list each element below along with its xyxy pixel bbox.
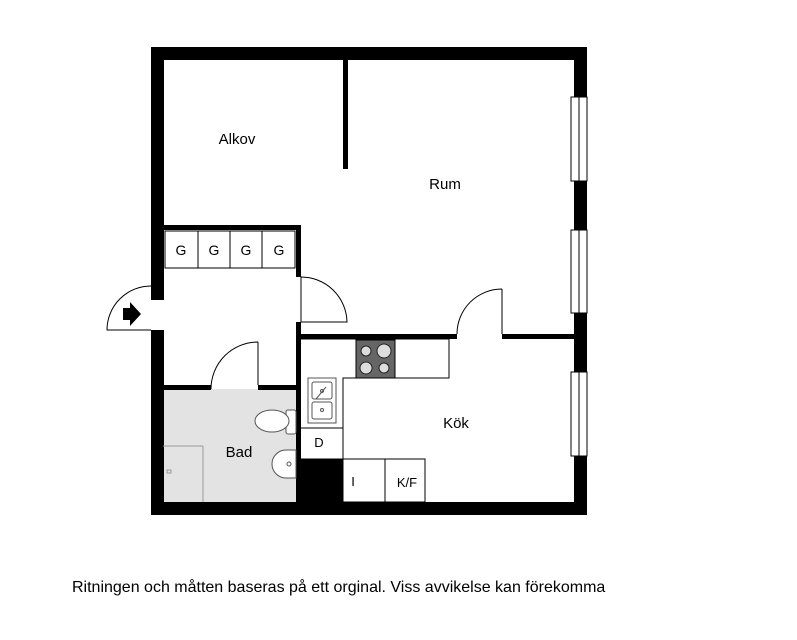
doors <box>106 276 503 390</box>
interior-walls <box>163 60 574 502</box>
room-label-kok: Kök <box>443 415 469 432</box>
door-bad <box>210 341 259 390</box>
door-hall-rum <box>300 276 348 323</box>
wardrobes <box>164 230 296 269</box>
windows <box>570 96 588 457</box>
room-label-rum: Rum <box>429 176 461 193</box>
stove-icon <box>355 339 396 379</box>
fridge-units <box>342 458 426 503</box>
wardrobe-label: G <box>176 242 187 258</box>
dishwasher-label: D <box>314 435 323 450</box>
fridge-freezer-label: K/F <box>397 475 417 490</box>
toilet-icon <box>254 409 297 435</box>
kitchen-counter <box>301 338 450 460</box>
room-label-alkov: Alkov <box>219 131 256 148</box>
wardrobe-label: G <box>209 242 220 258</box>
wardrobe-label: G <box>274 242 285 258</box>
entry-door <box>106 285 152 331</box>
disclaimer-text: Ritningen och måtten baseras på ett orgi… <box>72 579 606 596</box>
room-label-bad: Bad <box>226 444 253 461</box>
wardrobe-label: G <box>241 242 252 258</box>
entry-arrow-icon <box>123 302 141 326</box>
freezer-label: I <box>351 474 355 489</box>
kitchen-sink-icon <box>307 377 337 424</box>
outer-walls <box>151 47 587 515</box>
shower-icon <box>163 445 204 502</box>
door-kok <box>456 288 503 335</box>
washbasin-icon <box>271 449 297 479</box>
